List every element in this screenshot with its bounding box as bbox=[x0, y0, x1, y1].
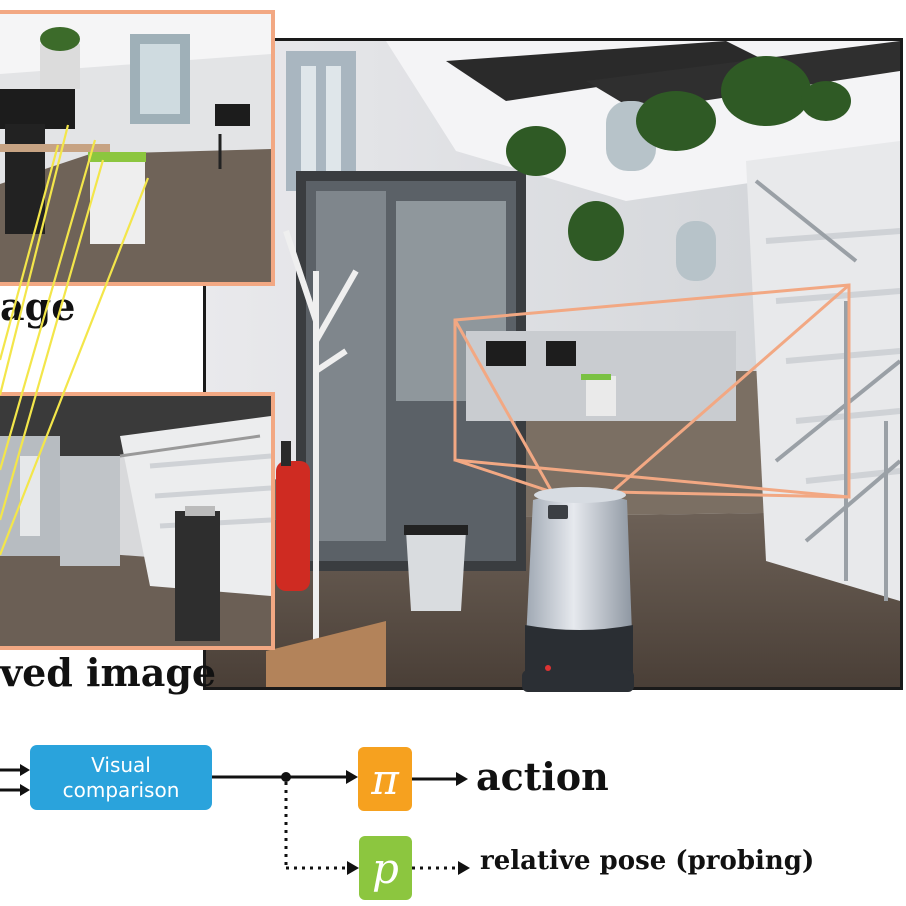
visual-comparison-label: Visual comparison bbox=[62, 752, 180, 802]
goal-image-illustration bbox=[0, 14, 271, 282]
policy-box: π bbox=[358, 747, 412, 811]
goal-image-caption: age bbox=[0, 284, 76, 329]
goal-image-inset bbox=[0, 10, 275, 286]
action-label: action bbox=[476, 754, 609, 799]
observed-image-illustration bbox=[0, 396, 271, 646]
relative-pose-label: relative pose (probing) bbox=[480, 846, 815, 876]
scene-illustration bbox=[206, 41, 900, 687]
observed-image-inset bbox=[0, 392, 275, 650]
scene-photo-content bbox=[206, 41, 900, 687]
policy-symbol: π bbox=[371, 754, 399, 804]
probe-box: p bbox=[359, 836, 412, 900]
scene-photo bbox=[203, 38, 903, 690]
probe-symbol: p bbox=[372, 843, 399, 893]
observed-image-caption: ved image bbox=[0, 650, 217, 695]
visual-comparison-box: Visual comparison bbox=[30, 745, 212, 810]
